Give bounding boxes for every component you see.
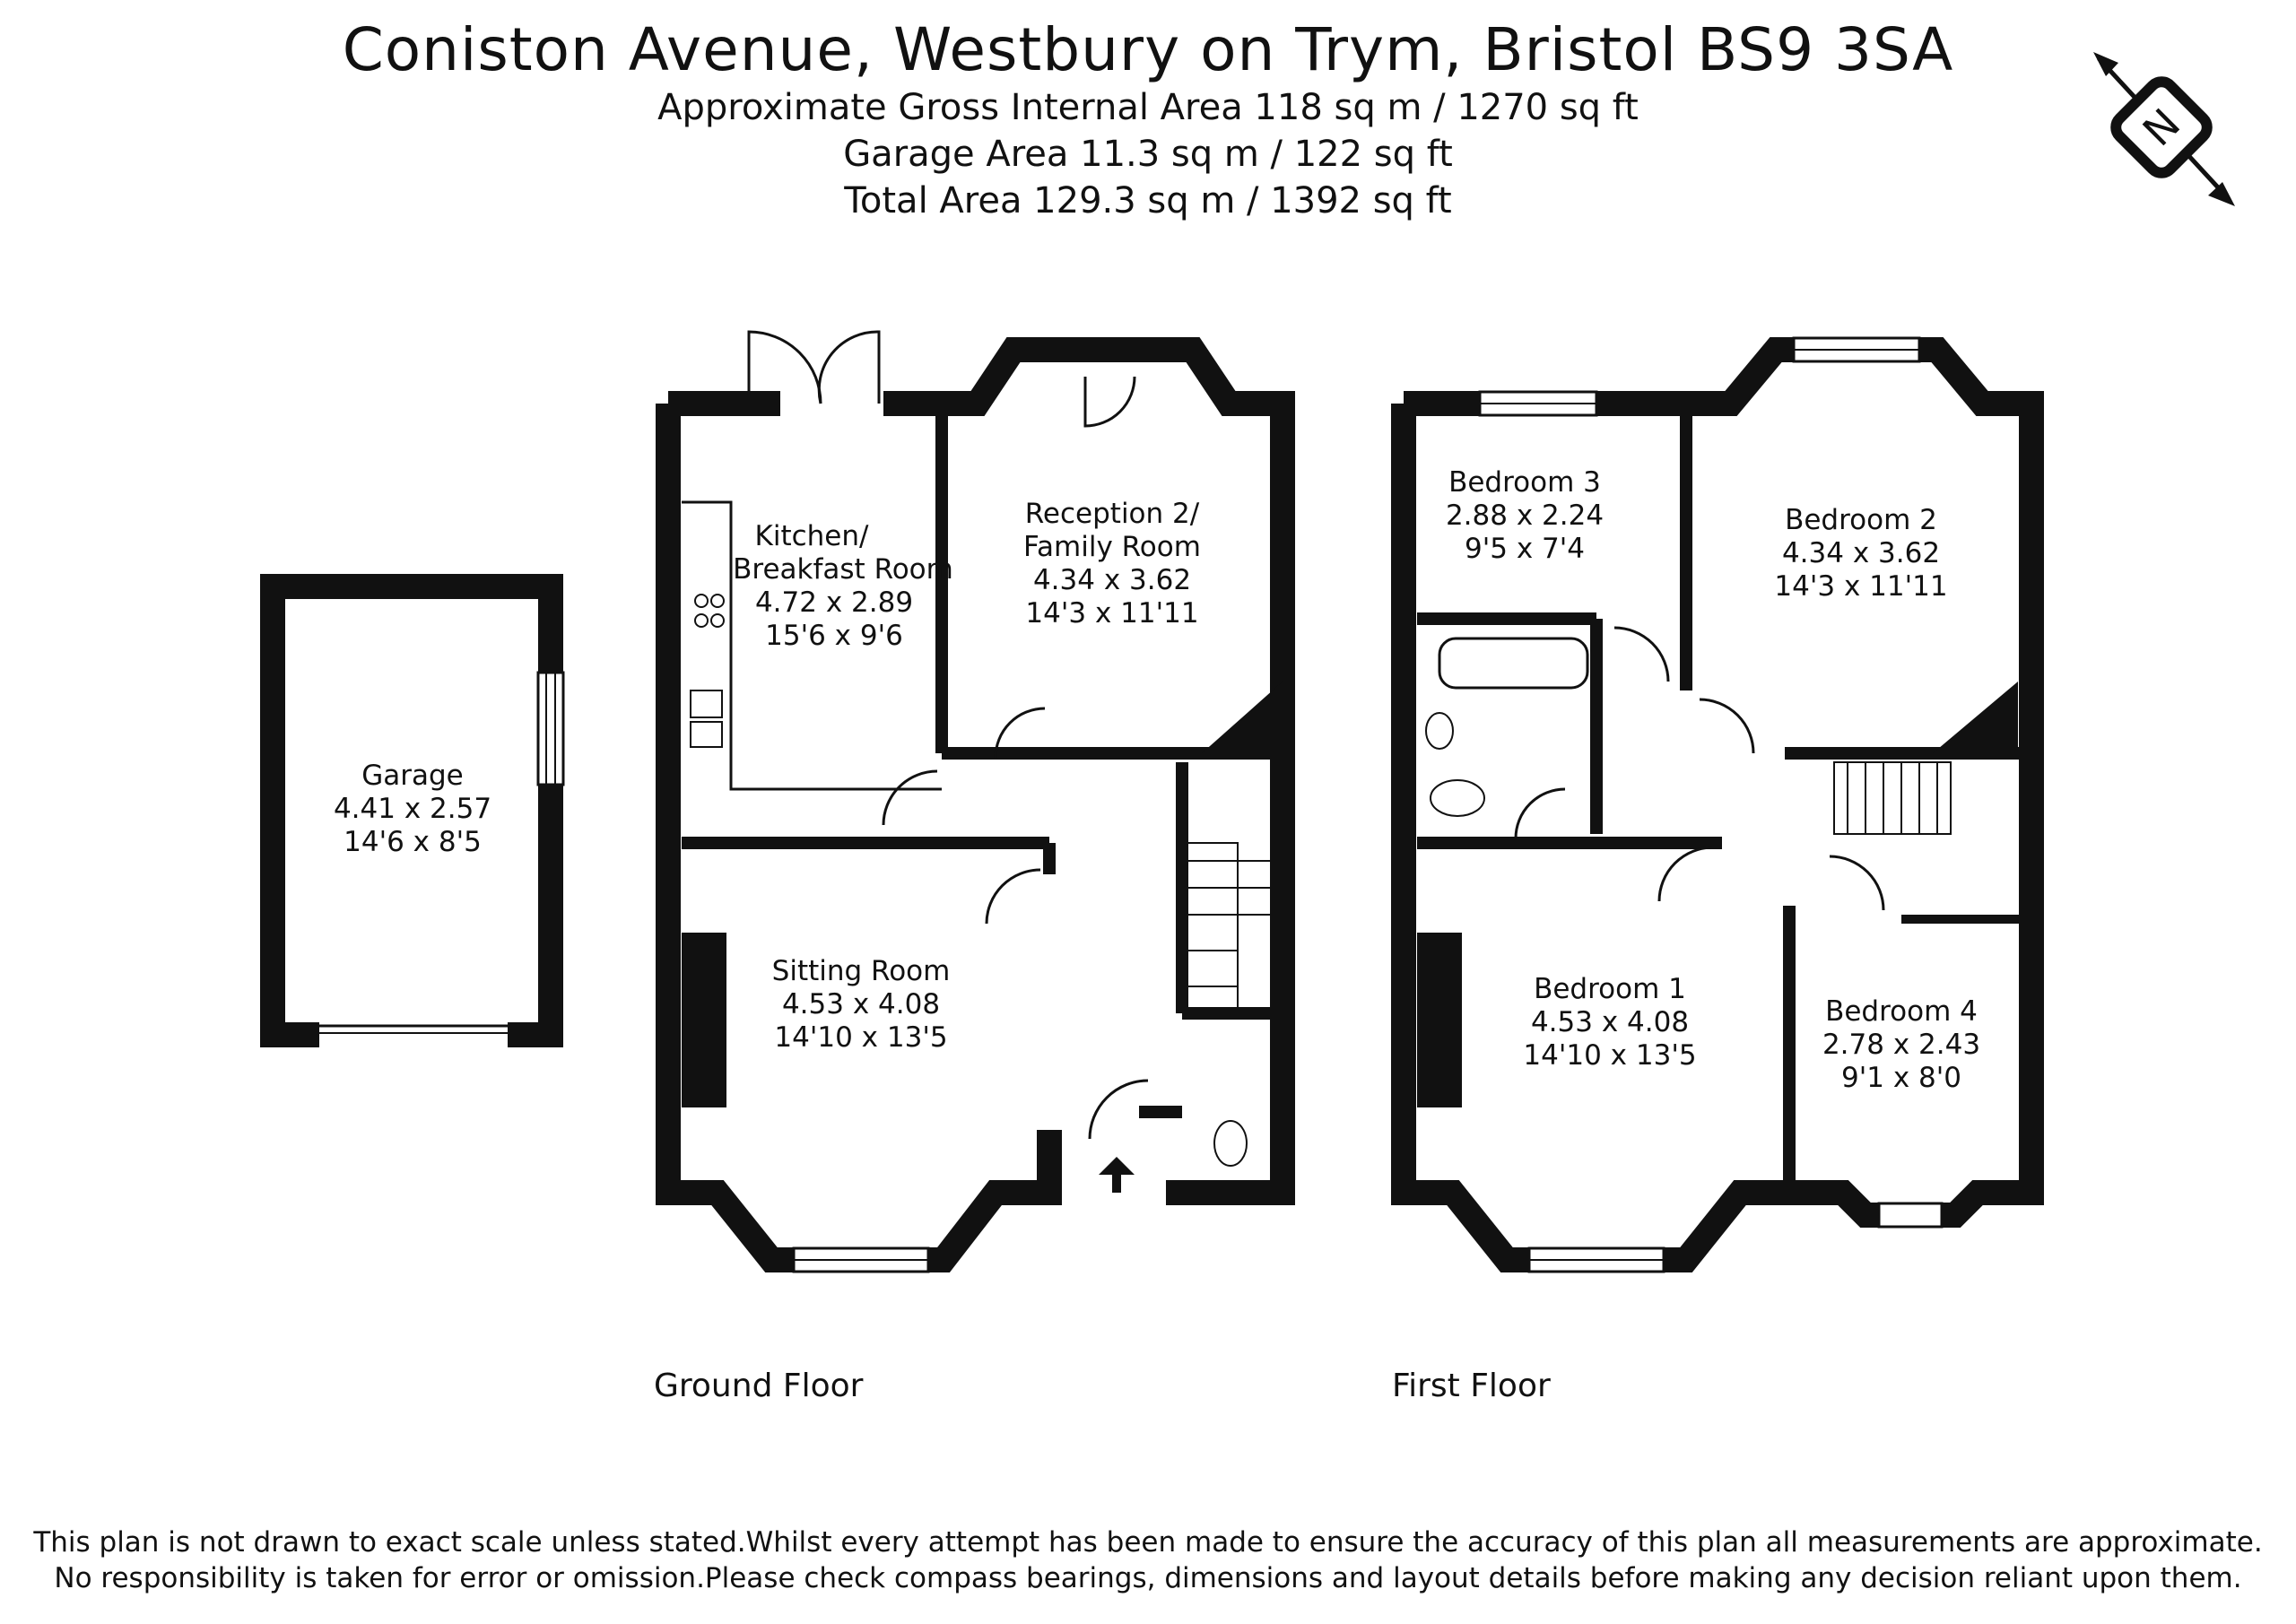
disclaimer-line-2: No responsibility is taken for error or …	[54, 1562, 2242, 1594]
garage-imperial: 14'6 x 8'5	[344, 826, 482, 858]
kitchen-metric: 4.72 x 2.89	[755, 586, 913, 619]
gross-internal-area: Approximate Gross Internal Area 118 sq m…	[657, 86, 1639, 128]
sitting-metric: 4.53 x 4.08	[782, 988, 940, 1020]
disclaimer-line-1: This plan is not drawn to exact scale un…	[33, 1526, 2263, 1559]
reception-label: Reception 2/	[1025, 498, 1200, 530]
bedroom3-imperial: 9'5 x 7'4	[1465, 533, 1585, 565]
bedroom1-metric: 4.53 x 4.08	[1531, 1006, 1689, 1038]
room-labels: Garage 4.41 x 2.57 14'6 x 8'5 Kitchen/ B…	[334, 466, 1980, 1094]
ground-floor-plan	[656, 330, 1295, 1273]
bedroom1-imperial: 14'10 x 13'5	[1523, 1039, 1696, 1072]
garage-area: Garage Area 11.3 sq m / 122 sq ft	[843, 133, 1453, 175]
bedroom4-metric: 2.78 x 2.43	[1822, 1029, 1980, 1061]
bedroom3-metric: 2.88 x 2.24	[1446, 499, 1604, 532]
bedroom3-label: Bedroom 3	[1448, 466, 1601, 499]
garage-metric: 4.41 x 2.57	[334, 793, 491, 825]
bedroom4-label: Bedroom 4	[1825, 995, 1978, 1028]
sitting-label: Sitting Room	[772, 955, 951, 987]
bedroom2-metric: 4.34 x 3.62	[1782, 537, 1940, 569]
garage-plan	[260, 574, 565, 1047]
property-title: Coniston Avenue, Westbury on Trym, Brist…	[342, 15, 1954, 84]
bedroom2-label: Bedroom 2	[1785, 504, 1937, 536]
reception-imperial: 14'3 x 11'11	[1025, 597, 1198, 630]
first-floor-label: First Floor	[1392, 1368, 1551, 1404]
bedroom1-label: Bedroom 1	[1534, 973, 1686, 1005]
sitting-imperial: 14'10 x 13'5	[774, 1021, 947, 1054]
plan-header: Coniston Avenue, Westbury on Trym, Brist…	[0, 16, 2296, 224]
garage-label: Garage	[361, 760, 464, 792]
bedroom2-imperial: 14'3 x 11'11	[1774, 570, 1947, 603]
kitchen-imperial: 15'6 x 9'6	[765, 620, 903, 652]
kitchen-label-2: Breakfast Room	[733, 553, 953, 586]
disclaimer: This plan is not drawn to exact scale un…	[0, 1524, 2296, 1596]
bedroom4-imperial: 9'1 x 8'0	[1841, 1062, 1961, 1094]
ground-floor-label: Ground Floor	[654, 1368, 864, 1404]
first-floor-plan	[1391, 336, 2044, 1273]
compass-icon: N	[2093, 52, 2235, 206]
total-area: Total Area 129.3 sq m / 1392 sq ft	[844, 179, 1452, 221]
reception-label-2: Family Room	[1023, 531, 1201, 563]
reception-metric: 4.34 x 3.62	[1033, 564, 1191, 596]
kitchen-label: Kitchen/	[755, 520, 870, 552]
